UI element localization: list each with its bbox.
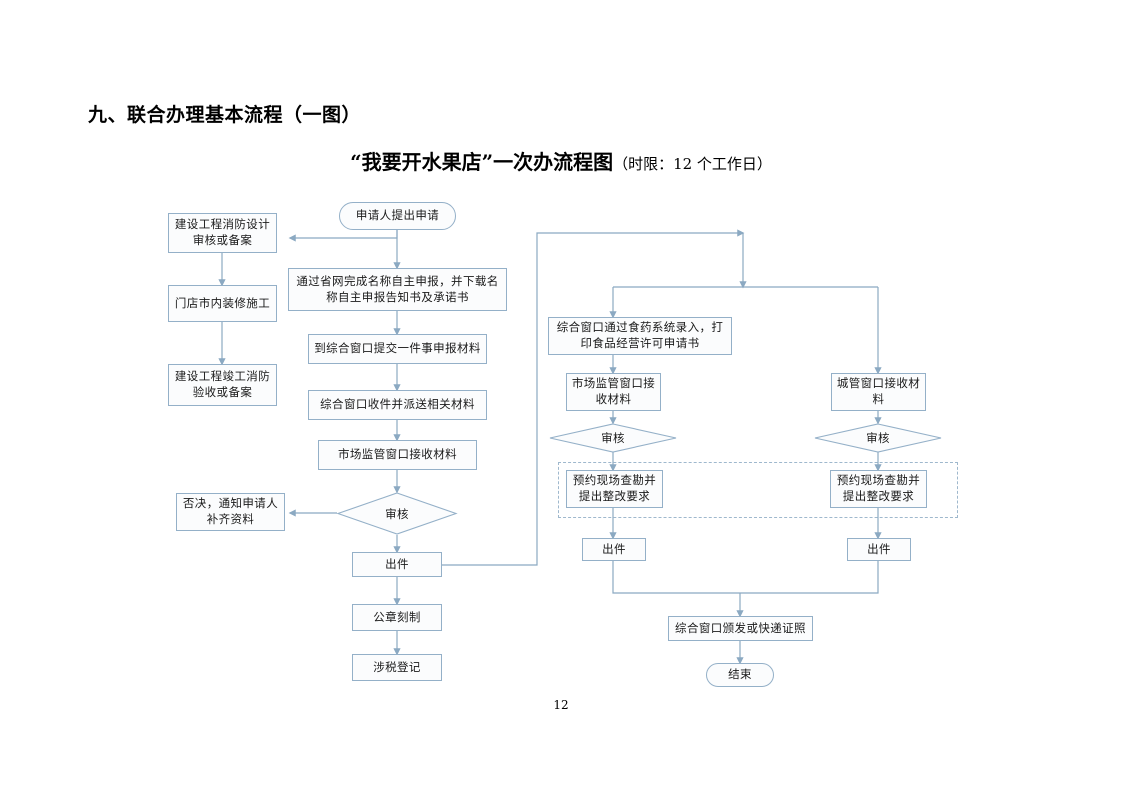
- flowchart-title: “我要开水果店”一次办流程图（时限：12 个工作日）: [0, 146, 1122, 175]
- node-tax-registration[interactable]: 涉税登记: [352, 654, 442, 681]
- section-heading: 九、联合办理基本流程（一图）: [88, 104, 362, 126]
- node-fire-design[interactable]: 建设工程消防设计审核或备案: [168, 213, 277, 253]
- node-issue-market[interactable]: 出件: [582, 538, 646, 561]
- node-review-center-shape[interactable]: [336, 492, 458, 535]
- node-start[interactable]: 申请人提出申请: [339, 202, 456, 230]
- node-review-urban-shape[interactable]: [814, 423, 942, 453]
- node-name-declaration[interactable]: 通过省网完成名称自主申报，并下载名称自主申报告知书及承诺书: [288, 268, 507, 311]
- node-issue-urban[interactable]: 出件: [847, 538, 911, 561]
- onsite-survey-group: [558, 462, 958, 518]
- node-urban-receive[interactable]: 城管窗口接收材料: [831, 373, 926, 411]
- node-issue-center[interactable]: 出件: [352, 552, 442, 577]
- node-food-drug-entry[interactable]: 综合窗口通过食药系统录入，打印食品经营许可申请书: [548, 317, 732, 355]
- node-market-receive-right[interactable]: 市场监管窗口接收材料: [566, 373, 661, 411]
- flowchart-title-main: “我要开水果店”一次办流程图: [350, 150, 614, 174]
- node-market-window-receive[interactable]: 市场监管窗口接收材料: [318, 440, 477, 470]
- node-review-market-shape[interactable]: [549, 423, 677, 453]
- node-store-decoration[interactable]: 门店市内装修施工: [168, 285, 277, 322]
- node-reject-notice[interactable]: 否决，通知申请人补齐资料: [176, 493, 285, 531]
- node-end[interactable]: 结束: [706, 663, 774, 687]
- node-survey-urban[interactable]: 预约现场查勘并提出整改要求: [830, 470, 927, 508]
- node-fire-acceptance[interactable]: 建设工程竣工消防验收或备案: [168, 364, 277, 406]
- node-survey-market[interactable]: 预约现场查勘并提出整改要求: [566, 470, 663, 508]
- node-issue-certificate[interactable]: 综合窗口颁发或快递证照: [668, 616, 813, 641]
- flowchart-title-suffix: （时限：12 个工作日）: [613, 155, 772, 173]
- node-dispatch-materials[interactable]: 综合窗口收件并派送相关材料: [308, 390, 487, 420]
- node-seal-engraving[interactable]: 公章刻制: [352, 604, 442, 631]
- node-submit-materials[interactable]: 到综合窗口提交一件事申报材料: [308, 334, 487, 364]
- page-number: 12: [553, 698, 569, 712]
